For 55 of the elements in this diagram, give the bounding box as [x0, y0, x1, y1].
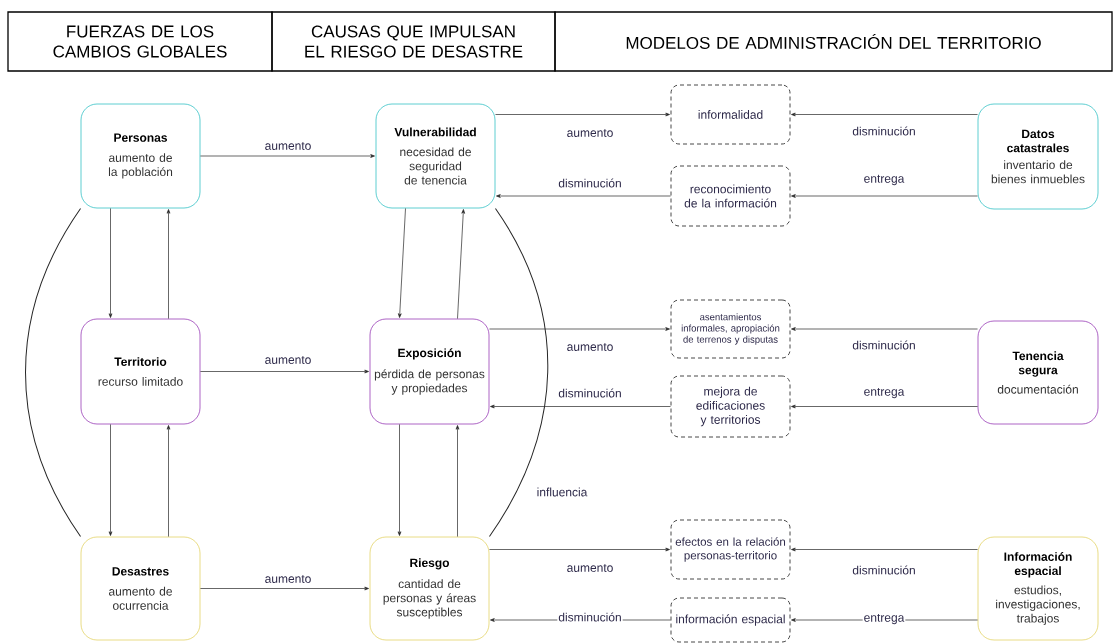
- edge-label: entrega: [862, 173, 906, 187]
- rounded-box: Riesgo cantidad de personas y áreas susceptibles: [369, 536, 490, 641]
- header-cell: MODELOS DE ADMINISTRACIÓN DEL TERRITORIO: [554, 11, 1113, 72]
- arrow: [166, 425, 171, 537]
- edge-label: disminución: [557, 177, 623, 189]
- edge-label: aumento: [263, 355, 313, 365]
- arrow: [108, 424, 113, 536]
- edge-label: aumento: [565, 128, 615, 138]
- header-cell: CAUSAS QUE IMPULSAN EL RIESGO DE DESASTRE: [271, 11, 556, 72]
- edge-label: aumento: [263, 141, 313, 151]
- arrow: [108, 208, 113, 318]
- arrow: [397, 208, 406, 318]
- edge-label: aumento: [565, 563, 615, 573]
- header-cell: FUERZAS DE LOS CAMBIOS GLOBALES: [7, 11, 273, 72]
- arrow: [455, 425, 460, 537]
- dashed-box: reconocimiento de la información: [670, 165, 791, 227]
- arrow: [200, 586, 369, 591]
- edge-label: disminución: [851, 339, 917, 351]
- rounded-box: Tenencia segura documentación: [977, 320, 1099, 425]
- edge-label: disminución: [557, 387, 623, 399]
- arrow: [166, 209, 171, 319]
- rounded-box: Información espacial estudios, investigaciones, trabajos: [977, 536, 1099, 641]
- dashed-box: mejora de edificaciones y territorios: [670, 375, 791, 438]
- dashed-box: informalidad: [670, 84, 791, 145]
- edge-label: entrega: [862, 386, 906, 400]
- arrow: [489, 547, 670, 552]
- rounded-box: Datos catastrales inventario de bienes inmuebles: [977, 103, 1099, 210]
- arrow: [791, 404, 978, 409]
- arrow: [457, 209, 466, 319]
- edge-label: aumento: [565, 342, 615, 352]
- edge-label: disminución: [851, 125, 917, 137]
- arrow: [791, 547, 978, 552]
- arrow: [200, 154, 375, 158]
- arrow: [495, 112, 670, 117]
- edge-label: influencia: [535, 486, 589, 498]
- arrow: [496, 194, 671, 198]
- arrow: [791, 194, 978, 198]
- dashed-box: asentamientos informales, apropiación de terrenos y disputas: [670, 299, 791, 359]
- arrow: [200, 369, 369, 374]
- arrow: [489, 327, 670, 331]
- dashed-box: efectos en la relación personas-territorio: [670, 519, 791, 580]
- edge-label: disminución: [851, 564, 917, 576]
- edge-label: disminución: [557, 611, 623, 623]
- edge-label: aumento: [263, 574, 313, 584]
- rounded-box: Personas aumento de la población: [80, 103, 201, 209]
- arrow: [791, 327, 978, 331]
- edge-label: entrega: [862, 612, 906, 626]
- dashed-box: información espacial: [670, 597, 791, 643]
- rounded-box: Desastres aumento de ocurrencia: [80, 536, 201, 641]
- rounded-box: Vulnerabilidad necesidad de seguridad de tenencia: [375, 103, 496, 209]
- rounded-box: Exposición pérdida de personas y propiedades: [369, 318, 490, 425]
- rounded-box: Territorio recurso limitado: [80, 318, 201, 425]
- arrow: [397, 424, 402, 536]
- arrow: [490, 404, 671, 409]
- arrow: [791, 112, 978, 117]
